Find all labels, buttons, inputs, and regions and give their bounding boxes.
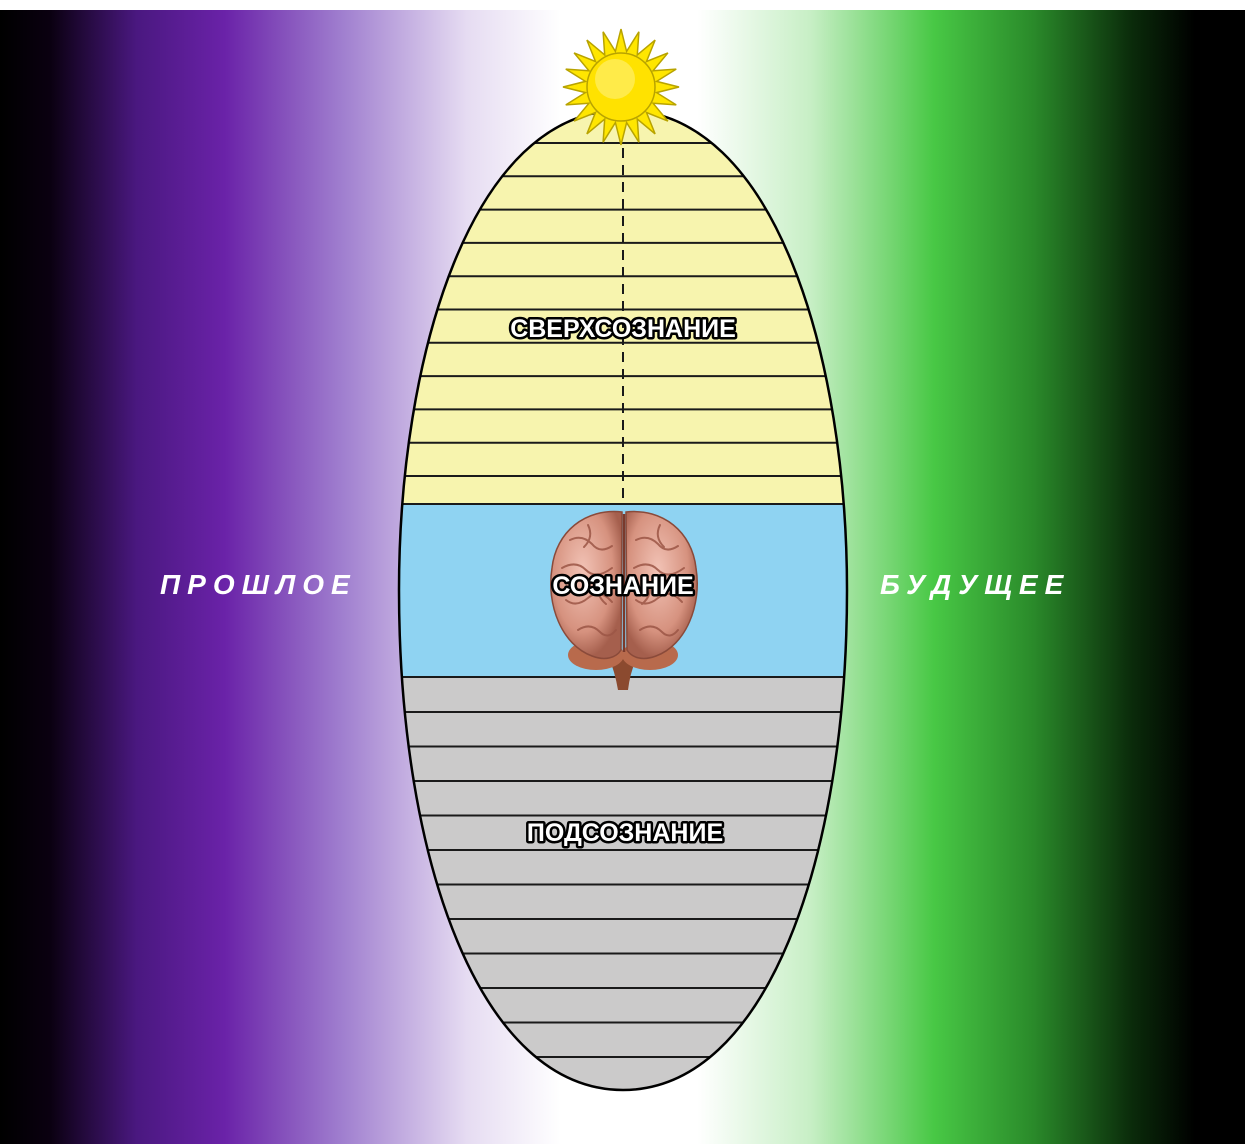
past-label: ПРОШЛОЕ <box>160 569 357 600</box>
future-label: БУДУЩЕЕ <box>880 569 1070 600</box>
superconscious-label: СВЕРХСОЗНАНИЕ <box>510 315 736 343</box>
subconscious-label: ПОДСОЗНАНИЕ <box>527 819 723 847</box>
conscious-label: СОЗНАНИЕ <box>552 572 693 600</box>
top-border <box>0 0 1245 10</box>
